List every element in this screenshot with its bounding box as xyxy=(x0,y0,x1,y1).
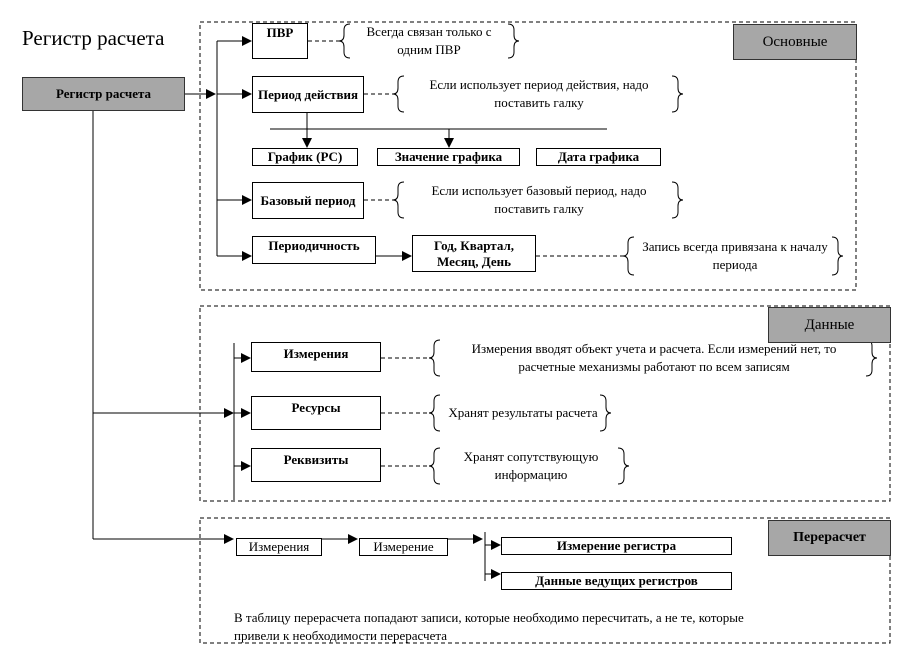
node-dimensions: Измерения xyxy=(251,342,381,372)
brace-base-left xyxy=(392,181,405,219)
brace-base-right xyxy=(671,181,684,219)
brace-periodicity-right xyxy=(831,236,844,276)
note-attributes: Хранят сопутствующую информацию xyxy=(463,449,599,482)
node-schedule: График (РС) xyxy=(252,148,358,166)
section-label-data: Данные xyxy=(768,307,891,343)
brace-resources-right xyxy=(599,394,612,432)
node-recalc-dimension: Измерение xyxy=(359,538,448,556)
brace-pvr-right xyxy=(507,23,520,59)
note-periodicity: Запись всегда привязана к началу периода xyxy=(642,239,828,272)
node-periodicity-values: Год, Квартал, Месяц, День xyxy=(412,235,536,272)
section-label-main: Основные xyxy=(733,24,857,60)
brace-period-right xyxy=(671,75,684,113)
node-schedule-date: Дата графика xyxy=(536,148,661,166)
note-base-period: Если использует базовый период, надо пос… xyxy=(431,183,647,216)
note-period: Если использует период действия, надо по… xyxy=(429,77,649,110)
brace-dimensions-right xyxy=(865,339,878,377)
node-attributes: Реквизиты xyxy=(251,448,381,482)
brace-dimensions-left xyxy=(428,339,441,377)
section-label-recalc: Перерасчет xyxy=(768,520,891,556)
frame-recalc xyxy=(199,517,891,644)
brace-period-left xyxy=(392,75,405,113)
root-node: Регистр расчета xyxy=(22,77,185,111)
diagram-title: Регистр расчета xyxy=(22,26,165,50)
node-base-period: Базовый период xyxy=(252,182,364,219)
node-periodicity: Периодичность xyxy=(252,236,376,264)
brace-pvr-left xyxy=(338,23,351,59)
brace-attributes-left xyxy=(428,447,441,485)
brace-resources-left xyxy=(428,394,441,432)
brace-periodicity-left xyxy=(622,236,635,276)
node-period: Период действия xyxy=(252,76,364,113)
note-pvr: Всегда связан только с одним ПВР xyxy=(366,24,492,57)
node-pvr: ПВР xyxy=(252,23,308,59)
node-resources: Ресурсы xyxy=(251,396,381,430)
brace-attributes-right xyxy=(617,447,630,485)
note-dimensions: Измерения вводят объект учета и расчета.… xyxy=(471,341,837,374)
node-schedule-value: Значение графика xyxy=(377,148,520,166)
recalc-footnote: В таблицу перерасчета попадают записи, к… xyxy=(234,610,744,643)
node-leading-registers-data: Данные ведущих регистров xyxy=(501,572,732,590)
note-resources: Хранят результаты расчета xyxy=(448,405,598,420)
node-register-dimension: Измерение регистра xyxy=(501,537,732,555)
frame-data xyxy=(199,305,891,502)
node-recalc-dimensions: Измерения xyxy=(236,538,322,556)
